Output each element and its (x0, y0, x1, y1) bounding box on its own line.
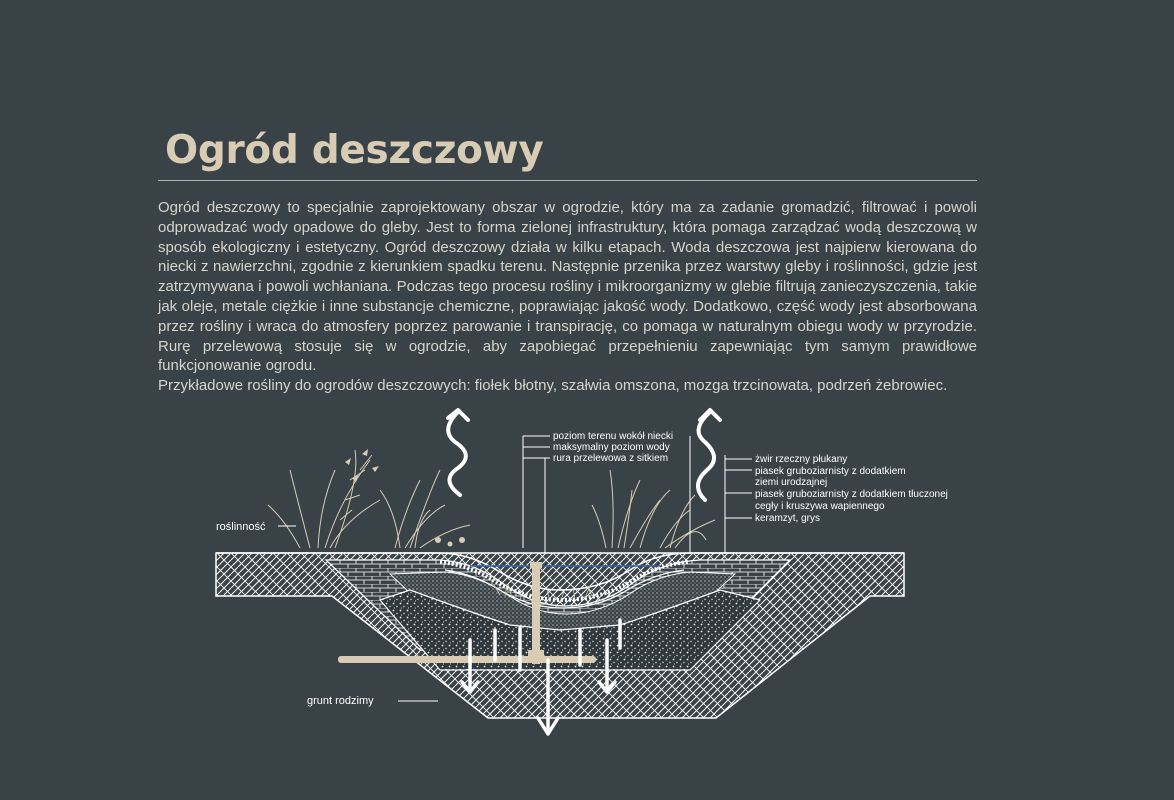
basin-inner-line (444, 569, 685, 609)
vegetation-left (267, 449, 471, 549)
evaporation-arrow-left (446, 410, 468, 497)
evaporation-arrows (446, 408, 722, 502)
overflow-pipe-cap (530, 562, 542, 568)
label-native-soil: grunt rodzimy (307, 695, 374, 707)
overflow-pipe-vertical (532, 566, 540, 664)
label-sand-fertile-1: piasek gruboziarnisty z dodatkiem (755, 466, 906, 477)
description-paragraph: Ogród deszczowy to specjalnie zaprojekto… (158, 199, 977, 375)
plants-paragraph: Przykładowe rośliny do ogrodów deszczowy… (158, 377, 948, 395)
vegetation-center (493, 583, 593, 603)
center-leaders (522, 435, 691, 553)
ground-surface-line (216, 552, 904, 591)
label-max-water-level: maksymalny poziom wody (553, 442, 670, 453)
label-expanded-clay: keramzyt, grys (755, 513, 820, 524)
page-title: Ogród deszczowy (165, 128, 544, 173)
right-leaders (724, 455, 752, 553)
overflow-pipe-horizontal (338, 656, 596, 663)
label-sand-brick-1: piasek gruboziarnisty z dodatkiem tłuczo… (755, 489, 948, 500)
title-divider (158, 180, 977, 181)
label-sand-brick-2: cegły i kruszywa wapiennego (755, 501, 885, 512)
infiltration-arrow-center (536, 658, 560, 736)
label-overflow-pipe: rura przelewowa z sitkiem (553, 453, 668, 464)
vegetation-left-leaves (345, 449, 465, 547)
evaporation-arrow-right-head (698, 408, 722, 422)
label-sand-fertile-2: ziemi urodzajnej (755, 477, 827, 488)
evaporation-arrow-left-head (446, 408, 470, 422)
label-vegetation: roślinność (216, 521, 266, 533)
body-text: Ogród deszczowy to specjalnie zaprojekto… (158, 198, 977, 396)
evaporation-arrow-right (696, 410, 716, 502)
infiltration-arrows (460, 618, 622, 736)
infiltration-arrow-left (460, 638, 480, 694)
label-ground-level: poziom terenu wokół niecki (553, 431, 673, 442)
washed-gravel-layer (439, 560, 689, 603)
infiltration-arrow-right (597, 638, 617, 694)
label-washed-gravel: żwir rzeczny płukany (755, 454, 847, 465)
pipe-collar (528, 650, 544, 656)
